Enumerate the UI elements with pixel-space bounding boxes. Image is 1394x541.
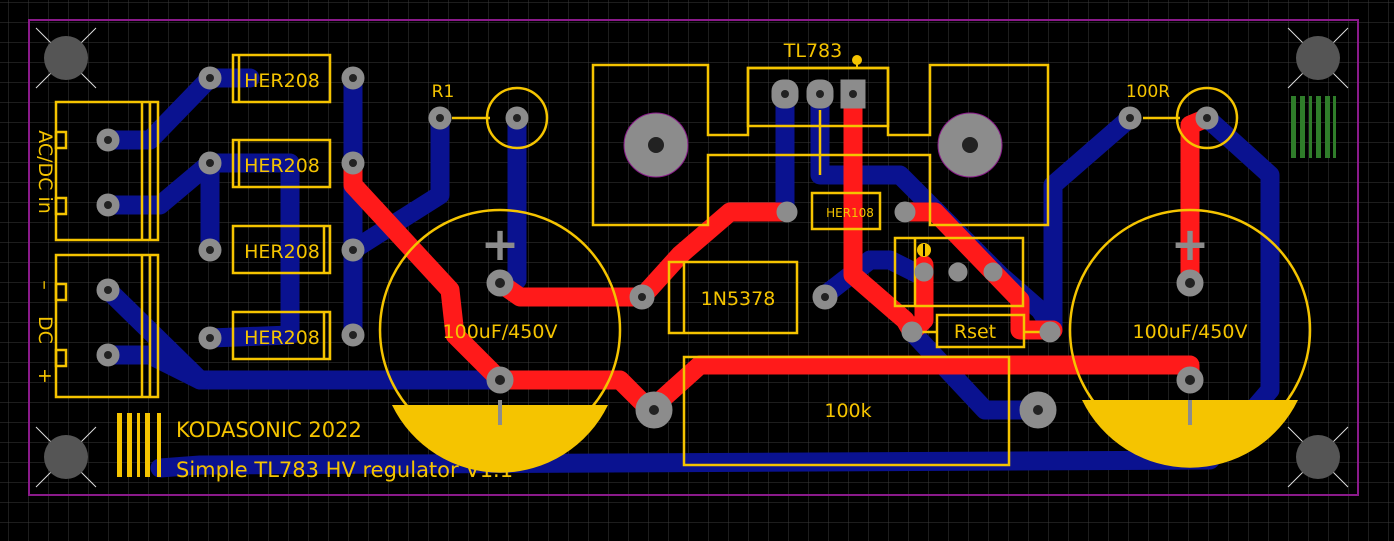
pad [948, 262, 968, 282]
brand-label: KODASONIC 2022 [176, 418, 362, 442]
top-trace [490, 202, 795, 307]
cap-right-plus: + [1171, 217, 1210, 271]
pad [901, 321, 923, 343]
pad [983, 262, 1003, 282]
r1-label: R1 [432, 82, 455, 102]
r100-label: 100R [1126, 82, 1170, 102]
top-trace [895, 202, 1063, 340]
connector-ac-dc-outline [54, 100, 160, 242]
silkscreen-layer [54, 53, 1312, 467]
hole-center [962, 137, 978, 153]
r100k-label: 100k [824, 400, 871, 422]
her208-4-label: HER208 [244, 327, 320, 349]
green-marker-icon [1291, 96, 1336, 158]
silk-notch [54, 348, 68, 368]
board-title: Simple TL783 HV regulator V1.1 [176, 458, 513, 482]
pad [1039, 321, 1061, 343]
cap-left-label: 100uF/450V [443, 321, 558, 343]
bottom-trace [98, 153, 220, 260]
her108-outline [810, 191, 882, 231]
r1-outline [485, 86, 549, 150]
cap-right-label: 100uF/450V [1133, 321, 1248, 343]
r100k-outline [682, 355, 1011, 467]
connector-bottom-dc: DC [34, 316, 56, 344]
connector-bottom-plus: + [34, 368, 56, 384]
heatsink-outline [591, 63, 1050, 227]
her108-label: HER108 [826, 206, 874, 220]
her208-2-label: HER208 [244, 155, 320, 177]
bottom-trace [1043, 108, 1140, 340]
zener-outline [667, 260, 799, 335]
her208-2-outline [231, 138, 332, 189]
connector-bottom-minus: – [34, 280, 56, 290]
silk-notch [54, 196, 68, 216]
board-outline [28, 19, 1359, 496]
zener-label: 1N5378 [701, 288, 776, 310]
trimmer-outline [893, 236, 1025, 308]
her208-4-outline [231, 310, 332, 361]
her208-3-outline [231, 224, 332, 275]
pad-holes [104, 74, 1211, 415]
r100-outline [1175, 86, 1239, 150]
cap-right-negative-band [1082, 400, 1298, 468]
rset-label: Rset [954, 321, 996, 343]
bottom-trace [343, 108, 450, 260]
mounting-holes [35, 27, 1349, 488]
her208-3-label: HER208 [244, 241, 320, 263]
connector-dc-outline [54, 253, 160, 399]
tl783-label: TL783 [783, 40, 842, 62]
pad [776, 201, 798, 223]
connector-top-label: AC/DC in [34, 130, 56, 214]
silk-notch [54, 130, 68, 150]
cap-left-negative-band [392, 405, 608, 473]
her208-1-outline [231, 53, 332, 104]
top-trace [343, 153, 660, 420]
bottom-trace [98, 68, 260, 150]
pad [894, 201, 916, 223]
logo-bars-icon [117, 413, 161, 477]
silk-notch [54, 282, 68, 302]
pad [914, 262, 934, 282]
cap-left-plus: + [481, 217, 520, 271]
bottom-trace [200, 153, 300, 348]
her208-1-label: HER208 [244, 70, 320, 92]
hole-center [648, 137, 664, 153]
tl783-outline [746, 66, 890, 128]
